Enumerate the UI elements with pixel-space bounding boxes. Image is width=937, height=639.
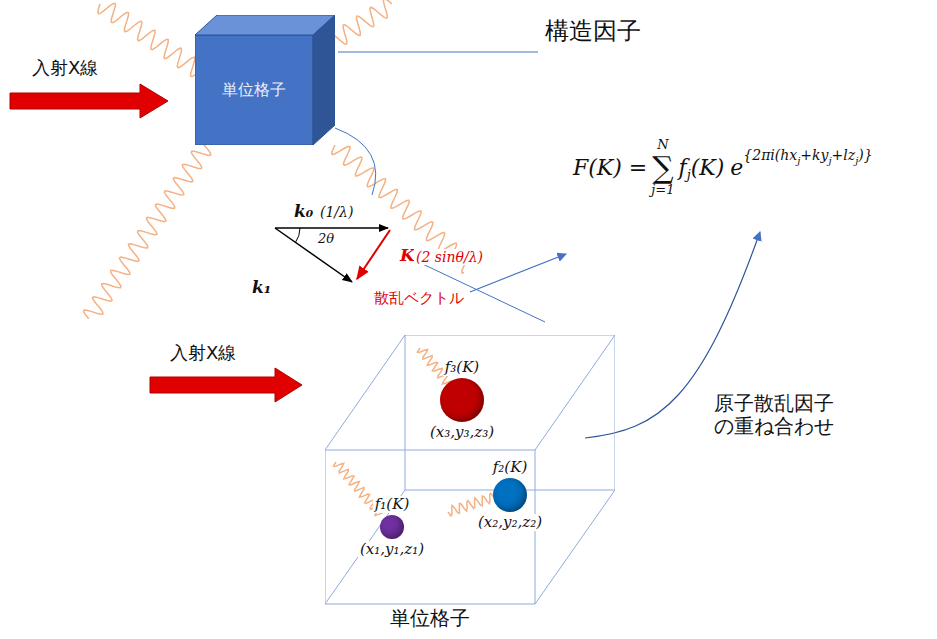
cell-label: 単位格子 bbox=[390, 607, 470, 630]
formula-term: ∑ bbox=[652, 152, 673, 184]
cube-face bbox=[195, 35, 313, 145]
angle-arc bbox=[296, 228, 301, 242]
unit-cell: 単位格子 bbox=[195, 15, 335, 145]
superposition-note: 原子散乱因子 の重ね合わせ bbox=[712, 392, 844, 438]
coordinate-label: (x₂,y₂,z₂) bbox=[476, 514, 544, 531]
formula-term: F(K) = bbox=[573, 155, 647, 180]
cube-edge bbox=[325, 490, 405, 604]
formula-term: j=1 bbox=[651, 183, 674, 197]
vector-magnitude: (2 sinθ/λ) bbox=[414, 249, 485, 265]
cube-edge bbox=[325, 335, 405, 450]
exponent: {2πi(hxj+kyj+lzj)} bbox=[743, 147, 872, 163]
xray-wave bbox=[448, 493, 494, 516]
incident-arrow bbox=[10, 84, 168, 118]
xray-wave bbox=[84, 138, 211, 319]
formula-term: (K) bbox=[691, 155, 725, 180]
leader-line bbox=[335, 128, 376, 195]
formula-term: {2πi(hx bbox=[743, 147, 797, 163]
cube-edge bbox=[325, 450, 326, 604]
cube-edge bbox=[325, 450, 535, 451]
formula-term: +lz bbox=[832, 147, 856, 163]
atom-circle: f₃(K)(x₃,y₃,z₃) bbox=[440, 378, 484, 422]
atomic-factor-label: f₂(K) bbox=[491, 459, 529, 476]
atom-circle: f₁(K)(x₁,y₁,z₁) bbox=[380, 515, 404, 539]
formula-term: j bbox=[828, 155, 831, 166]
incident-arrow bbox=[150, 368, 302, 402]
unit-cell: f₃(K)(x₃,y₃,z₃)f₂(K)(x₂,y₂,z₂)f₁(K)(x₁,y… bbox=[325, 335, 615, 605]
structure-factor-formula: F(K) =N∑j=1fj(K)e{2πi(hxj+kyj+lzj)} bbox=[570, 138, 876, 197]
leader-line bbox=[338, 52, 538, 53]
coordinate-label: (x₃,y₃,z₃) bbox=[428, 424, 496, 441]
cube-face bbox=[195, 15, 335, 35]
incident-label: 入射X線 bbox=[30, 58, 100, 79]
formula-term: j bbox=[797, 155, 800, 166]
cube-edge bbox=[325, 604, 535, 605]
cell-label: 単位格子 bbox=[222, 81, 286, 99]
scattering-vector bbox=[357, 230, 390, 279]
angle-label: 2θ bbox=[316, 232, 336, 247]
formula-term: f bbox=[679, 155, 687, 180]
k1-vector bbox=[275, 228, 352, 282]
cube-edge bbox=[405, 490, 615, 491]
formula-term: j bbox=[687, 167, 691, 182]
vector-label: k₀ bbox=[292, 202, 315, 222]
formula-term: +ky bbox=[800, 147, 828, 163]
atomic-factor-label: f₁(K) bbox=[373, 496, 411, 513]
cube-edge bbox=[615, 335, 616, 490]
atom-circle: f₂(K)(x₂,y₂,z₂) bbox=[493, 478, 527, 512]
formula-term: N bbox=[657, 138, 668, 152]
structure-factor-title: 構造因子 bbox=[543, 18, 643, 46]
atomic-factor-label: f₃(K) bbox=[443, 359, 481, 376]
sum-operator: N∑j=1 bbox=[651, 138, 674, 197]
scattering-vector-label: 散乱ベクトル bbox=[372, 290, 466, 307]
incident-label: 入射X線 bbox=[168, 343, 238, 364]
cube-edge bbox=[535, 335, 615, 450]
vector-label: k₁ bbox=[250, 278, 273, 298]
cube-edge bbox=[405, 335, 615, 336]
vector-magnitude: (1/λ) bbox=[318, 204, 355, 220]
coordinate-label: (x₁,y₁,z₁) bbox=[358, 541, 426, 558]
formula-term: e bbox=[730, 155, 743, 180]
formula-term: )} bbox=[858, 147, 872, 163]
cube-edge bbox=[405, 335, 406, 490]
cube-edge bbox=[535, 490, 615, 604]
k0-vector bbox=[275, 227, 388, 229]
formula-term: j bbox=[855, 155, 858, 166]
cube-face bbox=[313, 15, 335, 145]
cube-edge bbox=[535, 450, 536, 604]
